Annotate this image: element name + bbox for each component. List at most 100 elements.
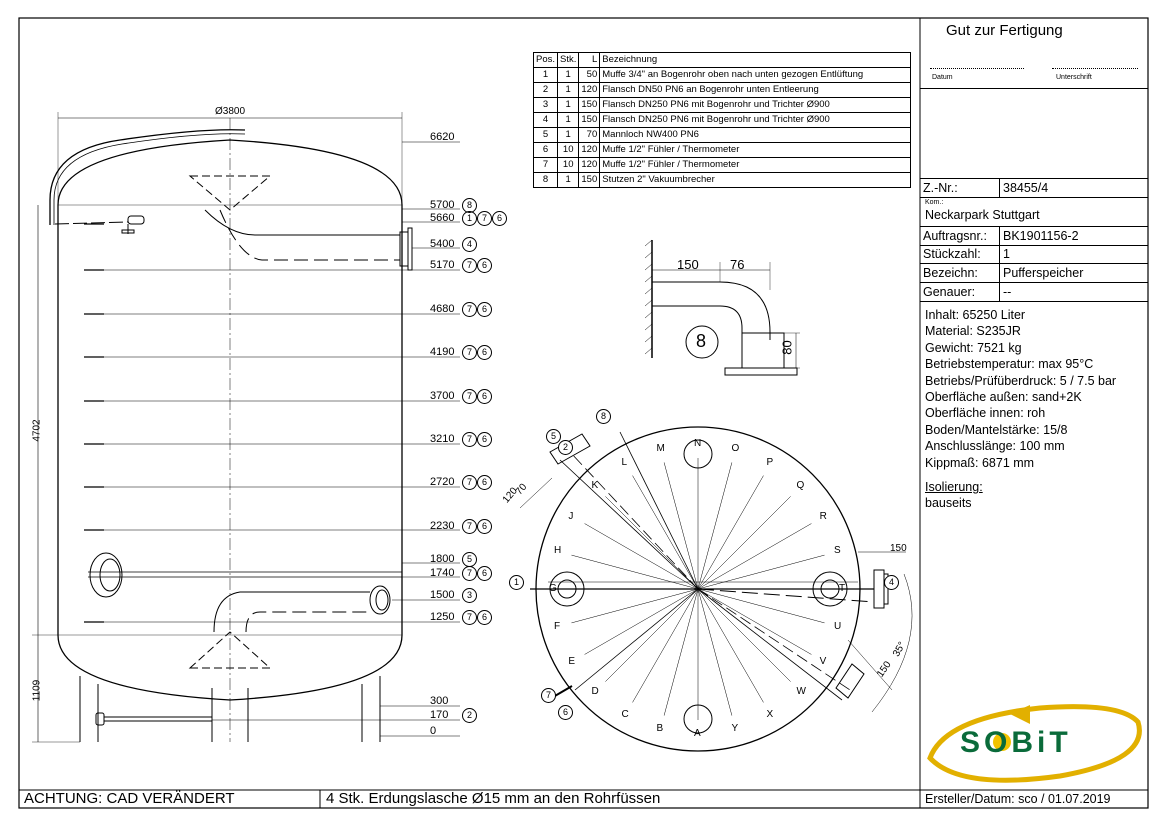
- table-cell: 120: [578, 82, 601, 98]
- level-value: 1800: [430, 553, 455, 565]
- kom-value: Neckarpark Stuttgart: [925, 208, 1040, 222]
- position-ref-circle: 7: [462, 432, 477, 447]
- detail8-dim-b: 76: [730, 257, 745, 272]
- detail8-dim-a: 150: [677, 257, 699, 272]
- table-cell: 1: [557, 172, 580, 188]
- plan-letter: F: [553, 620, 561, 632]
- table-cell: 150: [578, 112, 601, 128]
- parts-table-header: Pos. Stk. L Bezeichnung: [532, 52, 912, 68]
- znr-label: Z.-Nr.:: [923, 181, 958, 195]
- level-value: 3210: [430, 433, 455, 445]
- level-value: 5660: [430, 212, 455, 224]
- isolation-value: bauseits: [925, 496, 972, 511]
- level-value: 2720: [430, 476, 455, 488]
- detail-8-view: [644, 239, 800, 376]
- date-line: [930, 68, 1024, 69]
- position-ref-circle: 6: [477, 432, 492, 447]
- plan-ray: [663, 588, 699, 716]
- bez-value: Pufferspeicher: [1003, 266, 1084, 280]
- plan-ray: [584, 588, 699, 655]
- plan-ref-circle: 6: [558, 705, 573, 720]
- creator-date: Ersteller/Datum: sco / 01.07.2019: [925, 792, 1111, 806]
- plan-letter: J: [568, 510, 574, 522]
- position-ref-circle: 6: [477, 566, 492, 581]
- position-ref-circle: 7: [462, 389, 477, 404]
- plan-letter: W: [796, 685, 806, 697]
- approval-title: Gut zur Fertigung: [946, 22, 1063, 39]
- plan-ref-circle: 8: [596, 409, 611, 424]
- genauer-value: --: [1003, 285, 1012, 299]
- plan-letter: N: [694, 438, 702, 449]
- genauer-label: Genauer:: [923, 285, 976, 299]
- position-ref-circle: 2: [462, 708, 477, 723]
- level-value: 2230: [430, 520, 455, 532]
- table-cell: 10: [557, 142, 580, 158]
- position-ref-circle: 6: [477, 302, 492, 317]
- table-cell: 120: [578, 142, 601, 158]
- table-cell: 6: [532, 142, 559, 158]
- table-cell: Flansch DN250 PN6 mit Bogenrohr und Tric…: [599, 97, 912, 113]
- table-cell: 1: [557, 97, 580, 113]
- table-cell: Mannloch NW400 PN6: [599, 127, 912, 143]
- plan-letter: S: [834, 545, 841, 557]
- position-ref-circle: 5: [462, 552, 477, 567]
- plan-view: [519, 426, 913, 752]
- header-bezeichnung: Bezeichnung: [599, 52, 912, 68]
- spec-line: Material: S235JR: [925, 324, 1021, 339]
- table-cell: 1: [557, 112, 580, 128]
- level-value: 5400: [430, 238, 455, 250]
- plan-letter: L: [621, 457, 628, 469]
- plan-dim-150-right: 150: [890, 543, 907, 554]
- plan-letter: V: [819, 655, 827, 667]
- plan-ray: [697, 496, 791, 590]
- table-cell: 5: [532, 127, 559, 143]
- plan-ray: [697, 523, 812, 590]
- tb-row-stueck: Stückzahl: 1: [920, 245, 1148, 264]
- position-ref-circle: 7: [462, 345, 477, 360]
- position-ref-circle: 6: [477, 345, 492, 360]
- plan-letter: X: [766, 708, 774, 720]
- table-cell: 7: [532, 157, 559, 173]
- table-cell: 70: [578, 127, 601, 143]
- table-cell: 8: [532, 172, 559, 188]
- logo-text: SOBiT: [960, 726, 1072, 759]
- position-ref-circle: 7: [462, 519, 477, 534]
- znr-value: 38455/4: [1003, 181, 1049, 195]
- plan-ray: [697, 588, 764, 703]
- level-value: 5700: [430, 199, 455, 211]
- level-value: 1500: [430, 589, 455, 601]
- table-cell: 10: [557, 157, 580, 173]
- diameter-dim: Ø3800: [215, 106, 246, 117]
- position-ref-circle: 7: [462, 610, 477, 625]
- plan-ray: [697, 554, 825, 590]
- plan-ref-circle: 5: [546, 429, 561, 444]
- plan-ray: [697, 462, 733, 590]
- signature-label: Unterschrift: [1056, 74, 1092, 81]
- spec-line: Boden/Mantelstärke: 15/8: [925, 422, 1068, 437]
- plan-letter: T: [839, 583, 846, 594]
- table-cell: 1: [557, 67, 580, 83]
- position-ref-circle: 7: [477, 211, 492, 226]
- plan-letter: Y: [731, 723, 739, 735]
- position-ref-circle: 6: [477, 389, 492, 404]
- header-pos: Pos.: [532, 52, 559, 68]
- level-value: 0: [430, 725, 437, 737]
- tb-row-bez: Bezeichn: Pufferspeicher: [920, 264, 1148, 283]
- detail8-dim-c: 80: [779, 340, 795, 355]
- table-cell: 3: [532, 97, 559, 113]
- kom-label: Kom.:: [925, 199, 944, 206]
- stueck-value: 1: [1003, 247, 1010, 261]
- plan-ray: [663, 462, 699, 590]
- plan-letter: P: [766, 457, 774, 469]
- table-cell: Muffe 3/4" an Bogenrohr oben nach unten …: [599, 67, 912, 83]
- level-value: 1250: [430, 611, 455, 623]
- position-ref-circle: 6: [477, 610, 492, 625]
- level-value: 6620: [430, 131, 455, 143]
- signature-line: [1052, 68, 1138, 69]
- plan-ref-circle: 4: [884, 575, 899, 590]
